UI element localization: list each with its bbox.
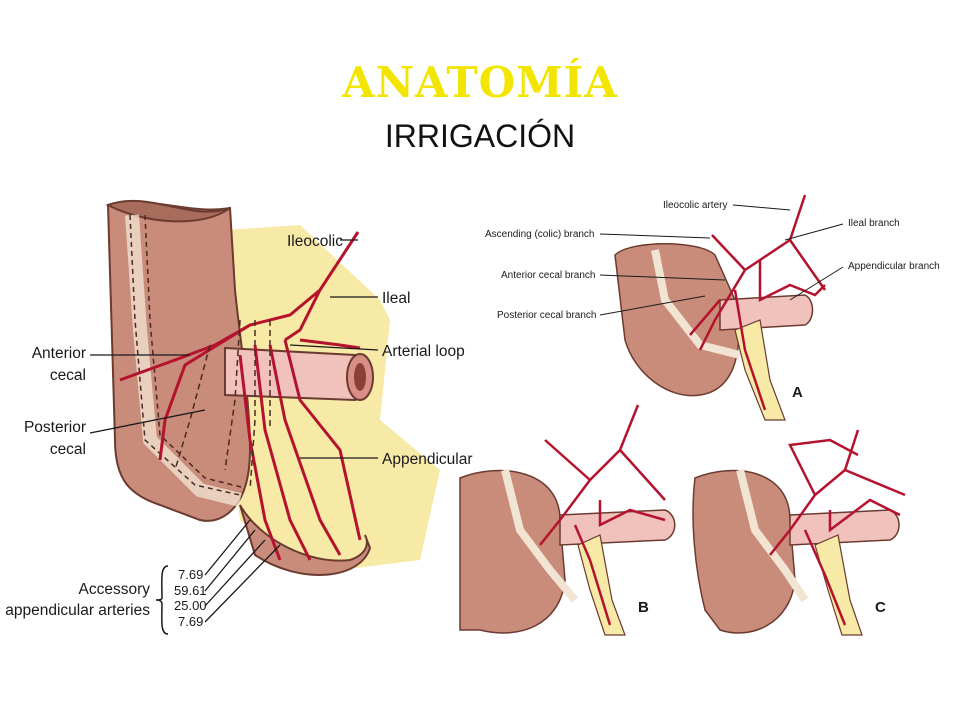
left-leader-lines — [89, 239, 379, 623]
variant-label-a: A — [792, 384, 803, 401]
taenia-line — [125, 214, 242, 507]
label-accessory-2: appendicular arteries — [5, 602, 150, 619]
taenia-dash-2 — [144, 214, 246, 489]
variant-c-drawing — [692, 429, 906, 636]
label-posterior-cecal-2: cecal — [50, 441, 86, 458]
variant-a-drawing — [614, 194, 827, 421]
label-anterior-cecal-2: cecal — [50, 367, 86, 384]
pct-1: 7.69 — [178, 567, 203, 582]
label-ileocolic: Ileocolic — [287, 233, 343, 250]
slide-subtitle: IRRIGACIÓN — [384, 118, 576, 154]
pct-4: 7.69 — [178, 614, 203, 629]
variant-label-c: C — [875, 599, 886, 616]
taenia-dash-1 — [129, 214, 241, 496]
appendix-shape — [239, 504, 372, 576]
left-arteries — [119, 231, 362, 561]
pct-3: 25.00 — [174, 598, 207, 613]
label-arterial-loop: Arterial loop — [382, 343, 465, 360]
label-ileal-branch: Ileal branch — [848, 218, 900, 229]
variant-a-leader-lines — [599, 204, 844, 316]
label-appendicular: Appendicular — [382, 451, 472, 468]
label-appendicular-branch: Appendicular branch — [848, 261, 940, 272]
label-posterior-cecal-branch: Posterior cecal branch — [497, 310, 597, 321]
label-ileocolic-artery: Ileocolic artery — [663, 200, 727, 211]
label-posterior-cecal-1: Posterior — [24, 419, 86, 436]
slide-title: ANATOMÍA — [342, 58, 618, 107]
variant-label-b: B — [638, 599, 649, 616]
left-dashed-arteries — [174, 319, 271, 491]
label-accessory-1: Accessory — [79, 581, 151, 598]
label-anterior-cecal-1: Anterior — [32, 345, 86, 362]
accessory-brace — [155, 565, 169, 635]
label-anterior-cecal-branch: Anterior cecal branch — [501, 270, 596, 281]
label-ileal: Ileal — [382, 290, 410, 307]
cecum-top-rim — [105, 199, 231, 223]
label-ascending-branch: Ascending (colic) branch — [485, 229, 595, 240]
pct-2: 59.61 — [174, 583, 207, 598]
variant-b-drawing — [459, 404, 676, 636]
